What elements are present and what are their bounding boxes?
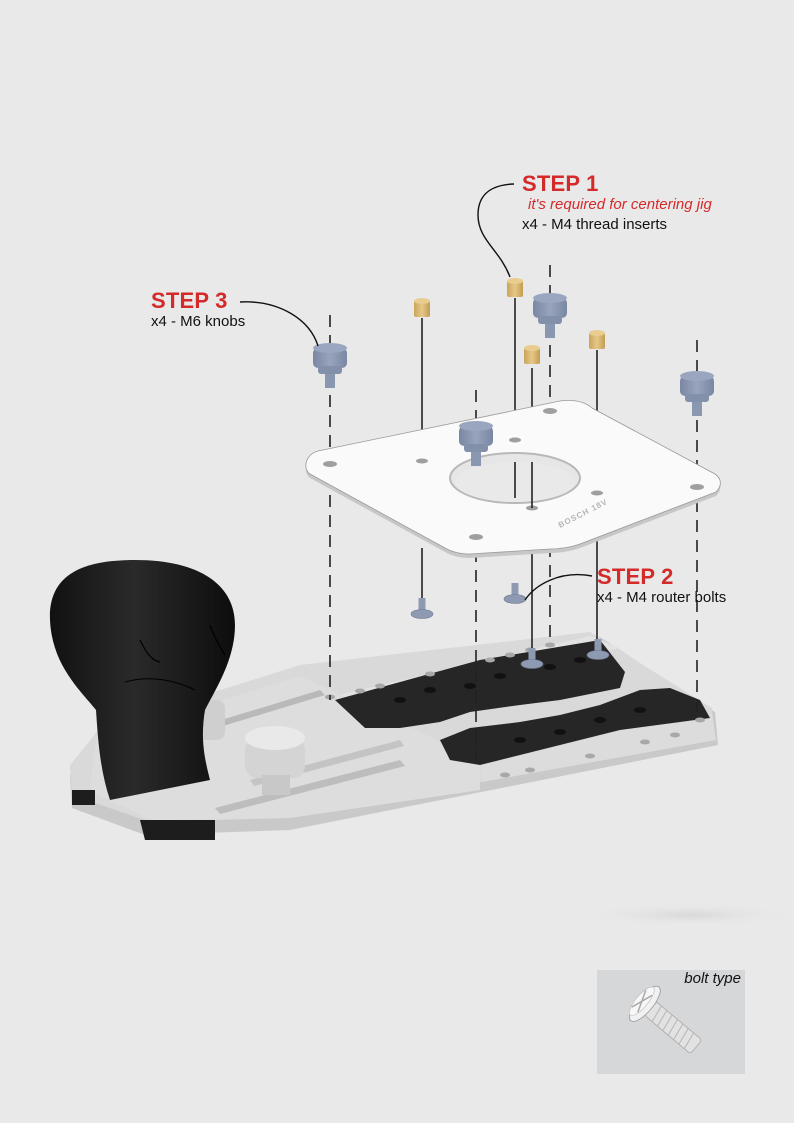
upper-rubber-pad <box>335 640 625 728</box>
step3-callout: STEP 3 x4 - M6 knobs <box>151 289 245 331</box>
step3-title: STEP 3 <box>151 288 228 313</box>
step1-note: it's required for centering jig <box>528 196 712 213</box>
clamp-knob <box>245 726 305 795</box>
step2-description: x4 - M4 router bolts <box>597 589 727 606</box>
step1-title: STEP 1 <box>522 171 599 196</box>
bolt-type-label: bolt type <box>684 970 741 987</box>
router-bolts <box>410 583 610 669</box>
bolt-type-inset: bolt type <box>597 970 745 1074</box>
lower-rubber-pad <box>440 688 710 765</box>
step3-description: x4 - M6 knobs <box>151 313 246 330</box>
step1-callout: STEP 1 it's required for centering jig x… <box>522 172 712 234</box>
step2-callout: STEP 2 x4 - M4 router bolts <box>597 565 726 607</box>
step2-title: STEP 2 <box>597 564 674 589</box>
screw-icon <box>629 985 702 1053</box>
m6-knobs <box>313 293 714 466</box>
step1-description: x4 - M4 thread inserts <box>522 216 668 233</box>
floor-shadow <box>580 903 794 927</box>
router-base-jig <box>49 560 718 840</box>
callout-leaders <box>239 183 593 601</box>
black-handle <box>49 560 235 800</box>
router-plate <box>305 400 721 558</box>
thread-inserts <box>414 278 605 364</box>
